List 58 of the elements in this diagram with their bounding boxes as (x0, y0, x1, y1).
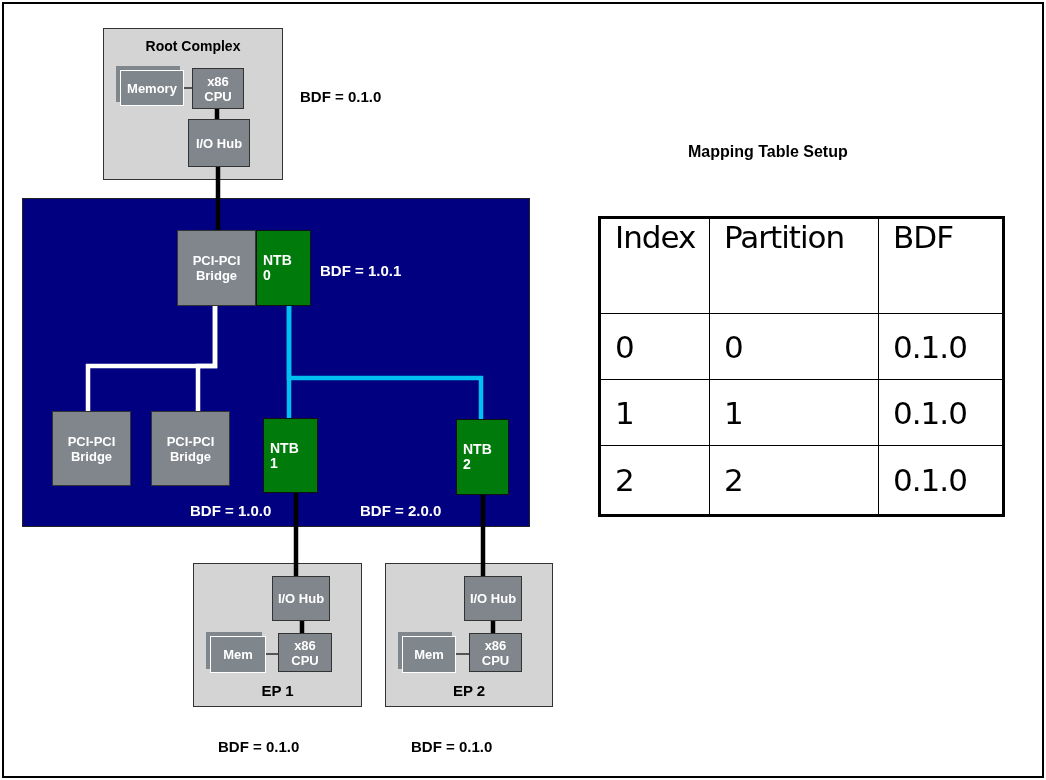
system-box (193, 563, 362, 707)
component-box (177, 230, 256, 306)
box-label: PCI-PCI Bridge (191, 253, 242, 283)
component-box (464, 576, 522, 621)
switch-box (22, 198, 530, 527)
bdf-label: BDF = 1.0.1 (320, 262, 402, 279)
connector-line (299, 621, 305, 633)
connector-line (286, 306, 484, 419)
system-box (103, 28, 283, 180)
box-label: x86 CPU (290, 637, 320, 668)
connector-line (480, 495, 486, 576)
box-label: Mem (414, 647, 444, 662)
ntb-box (263, 418, 318, 493)
bdf-label: BDF = 0.1.0 (218, 738, 300, 755)
box-label: x86 CPU (203, 73, 233, 104)
box-label: I/O Hub (277, 591, 325, 606)
connector-line (265, 653, 279, 655)
box-label: NTB 1 (270, 440, 299, 471)
system-title: EP 1 (260, 683, 295, 698)
table-cell: 0 (599, 313, 710, 380)
component-box (192, 68, 244, 109)
bdf-label: BDF = 0.1.0 (300, 88, 382, 105)
box-label: PCI-PCI Bridge (66, 433, 117, 464)
box-label: Memory (127, 80, 177, 96)
ntb-box (456, 419, 509, 495)
connector-line (215, 167, 221, 230)
table-cell: Partition (709, 217, 879, 314)
table-cell: Index (599, 217, 710, 314)
component-box (52, 411, 131, 486)
component-box (272, 576, 330, 621)
component-box (469, 633, 522, 672)
system-title: Root Complex (144, 39, 242, 54)
box-label: I/O Hub (195, 135, 243, 151)
table-cell: 1 (599, 379, 710, 446)
system-box (385, 563, 553, 707)
connector-line (490, 621, 496, 633)
box-label: I/O Hub (469, 591, 517, 606)
component-box (151, 411, 230, 486)
system-title: EP 2 (451, 683, 487, 698)
table-cell: 1 (709, 379, 879, 446)
component-box (188, 119, 250, 167)
connector-line (183, 87, 193, 89)
box-label: NTB 0 (263, 253, 292, 283)
bdf-label: BDF = 2.0.0 (360, 502, 442, 519)
bdf-label: BDF = 0.1.0 (411, 738, 493, 755)
bdf-label: BDF = 1.0.0 (190, 502, 272, 519)
component-box (278, 633, 332, 672)
box-label: PCI-PCI Bridge (165, 433, 216, 464)
table-cell: 0 (709, 313, 879, 380)
table-title: Mapping Table Setup (688, 143, 848, 161)
box-label: NTB 2 (463, 442, 492, 472)
connector-line (293, 493, 299, 576)
connector-line (214, 109, 220, 119)
box-label: Mem (223, 647, 253, 662)
connector-line (195, 306, 218, 411)
connector-line (455, 653, 470, 655)
box-label: x86 CPU (480, 637, 511, 668)
ntb-box (256, 230, 311, 306)
